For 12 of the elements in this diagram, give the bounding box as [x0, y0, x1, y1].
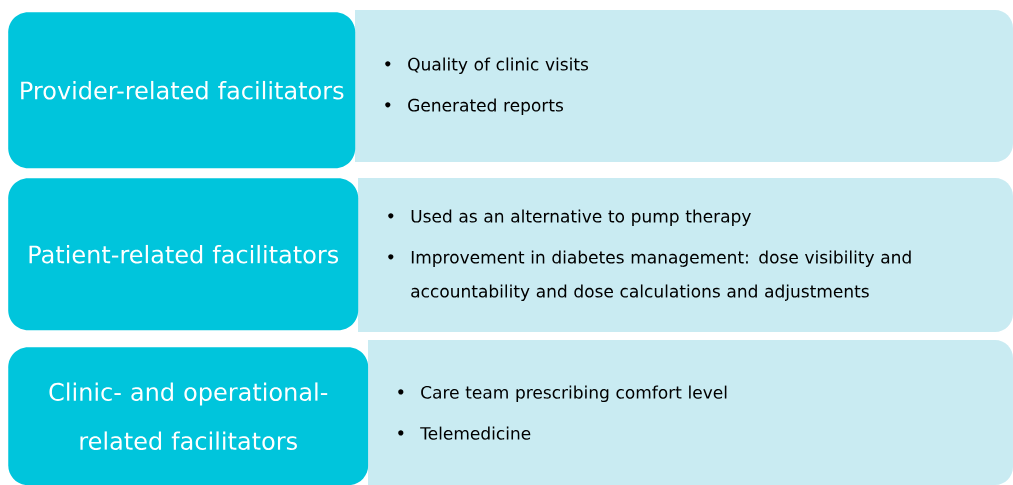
- list-panel: [358, 178, 1013, 332]
- list-panel: [355, 10, 1013, 162]
- category-box: Clinic- and operational-related facilitators: [8, 347, 369, 485]
- bullet-item: Quality of clinic visits: [385, 57, 589, 74]
- category-box: Patient-related facilitators: [8, 178, 359, 331]
- list-panel: [368, 340, 1013, 485]
- category-box: Provider-related facilitators: [8, 12, 356, 169]
- bullet-item: Telemedicine: [398, 426, 531, 440]
- bullet-item: Improvement in diabetes management: dose visibility and accountability and dose calculations and adjustments: [388, 250, 911, 301]
- bullet-item: Used as an alternative to pump therapy: [388, 209, 751, 226]
- bullet-item: Care team prescribing comfort level: [398, 385, 727, 403]
- bullet-item: Generated reports: [385, 98, 563, 115]
